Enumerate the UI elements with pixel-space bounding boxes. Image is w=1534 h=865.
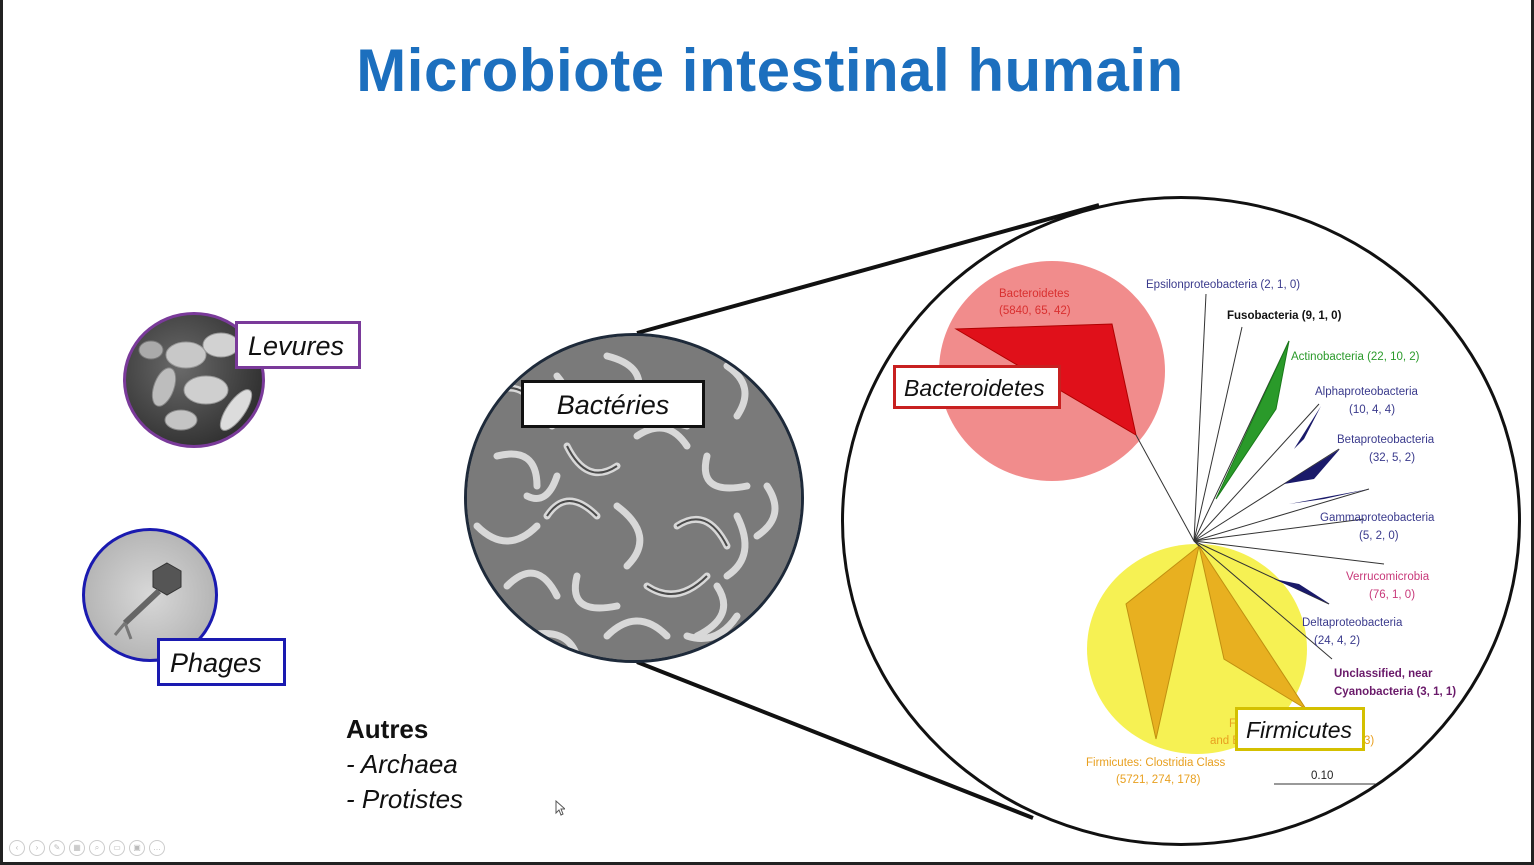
zoom-connector xyxy=(636,203,1100,820)
other-heading: Autres xyxy=(346,714,429,744)
tree-label-gamma-name: Gammaproteobacteria xyxy=(1320,512,1435,524)
tree-label-alpha-name: Alphaproteobacteria xyxy=(1315,386,1419,398)
tree-label-bacteroidetes-counts: (5840, 65, 42) xyxy=(999,305,1071,317)
next-slide-icon[interactable]: › xyxy=(29,840,45,856)
other-item-protistes: - Protistes xyxy=(346,784,464,814)
presentation-toolbar[interactable]: ‹ › ✎ ▦ ⌕ ▭ ▣ … xyxy=(9,840,165,856)
levures-label: Levures xyxy=(235,321,361,369)
tree-label-epsilon: Epsilonproteobacteria (2, 1, 0) xyxy=(1146,279,1300,291)
scale-bar-label: 0.10 xyxy=(1311,770,1333,782)
tree-label-delta-name: Deltaproteobacteria xyxy=(1302,617,1403,629)
tree-label-firmicutes-partial-1: F xyxy=(1229,718,1236,730)
phylogenetic-tree-circle: 0.10 Bacteroidetes (5840, 65, 42) Epsilo… xyxy=(841,196,1521,846)
tree-label-verruco-name: Verrucomicrobia xyxy=(1346,571,1430,583)
tree-label-verruco-counts: (76, 1, 0) xyxy=(1369,589,1415,601)
tree-label-fusobacteria: Fusobacteria (9, 1, 0) xyxy=(1227,310,1342,322)
phages-label: Phages xyxy=(157,638,286,686)
phylogenetic-tree: 0.10 Bacteroidetes (5840, 65, 42) Epsilo… xyxy=(939,261,1456,786)
bacteries-label: Bactéries xyxy=(521,380,705,428)
yeast-image xyxy=(123,312,265,448)
other-organisms: Autres - Archaea - Protistes xyxy=(346,712,463,817)
tree-label-firmicutes-partial-3: 3) xyxy=(1364,735,1374,747)
other-item-archaea: - Archaea xyxy=(346,749,458,779)
slide-title: Microbiote intestinal humain xyxy=(356,37,1184,104)
tree-label-delta-counts: (24, 4, 2) xyxy=(1314,635,1360,647)
tree-label-firmicutes-name: Firmicutes: Clostridia Class xyxy=(1086,757,1226,769)
yeast-cells-illustration xyxy=(138,332,253,431)
tree-label-firmicutes-counts: (5721, 274, 178) xyxy=(1116,774,1201,786)
phage-illustration xyxy=(113,562,182,640)
subtitles-icon[interactable]: ▭ xyxy=(109,840,125,856)
tree-label-firmicutes-partial-2: and B xyxy=(1210,735,1240,747)
zoom-icon[interactable]: ⌕ xyxy=(89,840,105,856)
slides-icon[interactable]: ▦ xyxy=(69,840,85,856)
tree-label-alpha-counts: (10, 4, 4) xyxy=(1349,404,1395,416)
tree-label-actinobacteria: Actinobacteria (22, 10, 2) xyxy=(1291,351,1420,363)
tree-label-gamma-counts: (5, 2, 0) xyxy=(1359,530,1399,542)
more-options-icon[interactable]: … xyxy=(149,840,165,856)
bacteroidetes-label: Bacteroidetes xyxy=(893,365,1061,409)
tree-label-unclassified-counts: Cyanobacteria (3, 1, 1) xyxy=(1334,686,1456,698)
tree-label-unclassified-name: Unclassified, near xyxy=(1334,668,1433,680)
tree-label-bacteroidetes-name: Bacteroidetes xyxy=(999,288,1070,300)
firmicutes-label: Firmicutes xyxy=(1235,707,1365,751)
tree-label-beta-counts: (32, 5, 2) xyxy=(1369,452,1415,464)
previous-slide-icon[interactable]: ‹ xyxy=(9,840,25,856)
camera-icon[interactable]: ▣ xyxy=(129,840,145,856)
mouse-cursor-icon xyxy=(555,800,565,816)
tree-label-beta-name: Betaproteobacteria xyxy=(1337,434,1435,446)
pen-icon[interactable]: ✎ xyxy=(49,840,65,856)
